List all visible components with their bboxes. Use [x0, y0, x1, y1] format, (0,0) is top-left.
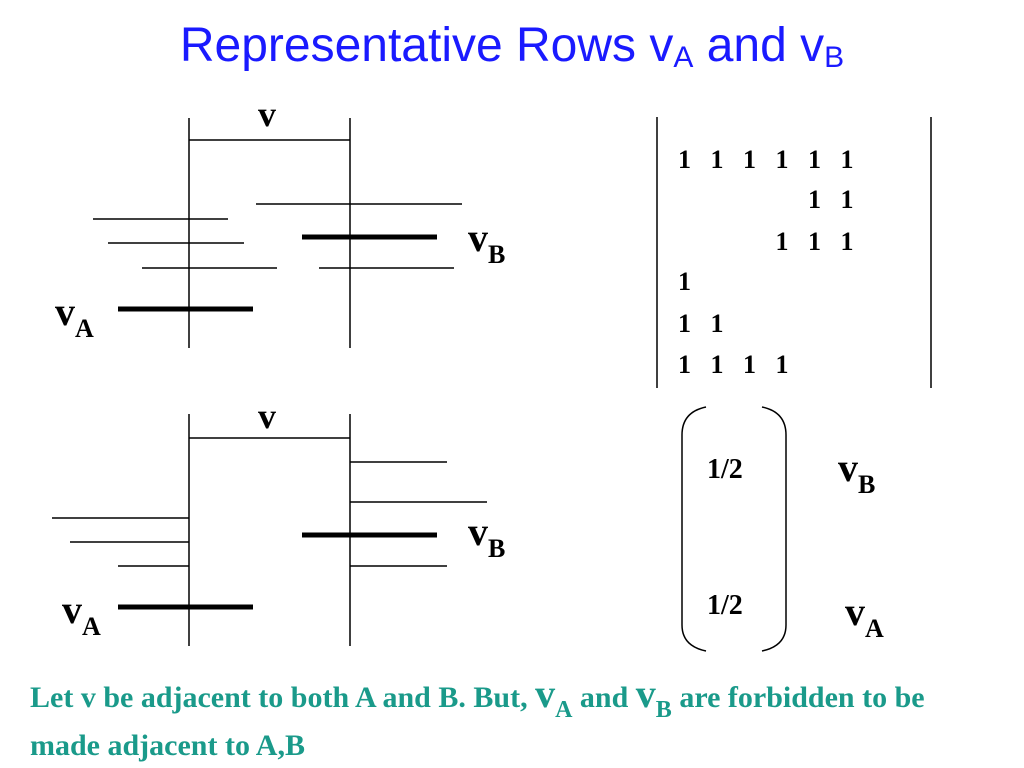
vector-right-paren	[761, 406, 787, 652]
vector-left-paren	[681, 406, 707, 652]
caption: Let v be adjacent to both A and B. But, …	[30, 671, 925, 763]
top-vA-label: vA	[55, 289, 94, 343]
title-and: and v	[693, 19, 825, 72]
matrix-brackets	[656, 117, 932, 388]
matrix-row-1: 1 1 1 1 1 1	[678, 145, 854, 174]
title-sub-b: B	[824, 41, 845, 74]
matrix-row-4: 1	[678, 267, 691, 296]
vector-vA-label: vA	[845, 589, 884, 643]
vector-top-value: 1/2	[707, 454, 743, 485]
vector-vB-label: vB	[838, 445, 876, 499]
matrix-row-6: 1 1 1 1	[678, 350, 789, 379]
title-text: Representative Rows v	[179, 19, 674, 72]
matrix-row-2: 1 1	[678, 185, 854, 214]
bottom-vA-label: vA	[62, 587, 101, 641]
top-v-label: v	[258, 94, 276, 134]
bottom-vB-label: vB	[468, 509, 506, 563]
bottom-diagram	[52, 414, 487, 646]
vector-bottom-value: 1/2	[707, 590, 743, 621]
top-vB-label: vB	[468, 215, 506, 269]
vector-parentheses	[681, 406, 787, 652]
matrix-row-5: 1 1	[678, 309, 724, 338]
slide-title: Representative Rows vA and vB	[0, 18, 1024, 76]
matrix-row-3: 1 1 1	[678, 227, 854, 256]
title-sub-a: A	[673, 41, 694, 74]
bottom-v-label: v	[258, 396, 276, 436]
top-diagram	[93, 118, 462, 348]
